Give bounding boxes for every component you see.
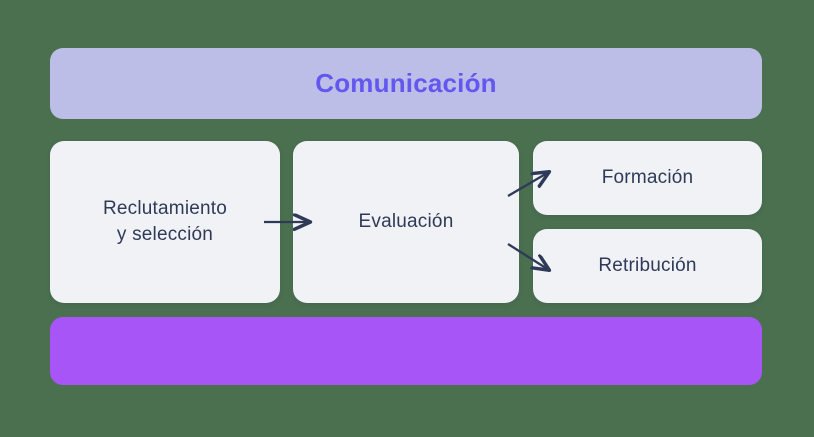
bottom-banner [50,317,762,385]
node-formacion: Formación [533,141,762,215]
node-label-evaluacion: Evaluación [358,210,454,232]
top-banner-label: Comunicación [315,68,497,98]
node-retribucion: Retribución [533,229,762,303]
node-evaluacion: Evaluación [293,141,519,303]
node-label-retribucion: Retribución [598,254,697,276]
node-label-reclutamiento: Reclutamiento y selección [102,197,228,245]
node-reclutamiento-y-seleccion: Reclutamiento y selección [50,141,280,303]
top-banner-comunicacion: Comunicación [50,48,762,119]
node-label-formacion: Formación [601,166,694,188]
